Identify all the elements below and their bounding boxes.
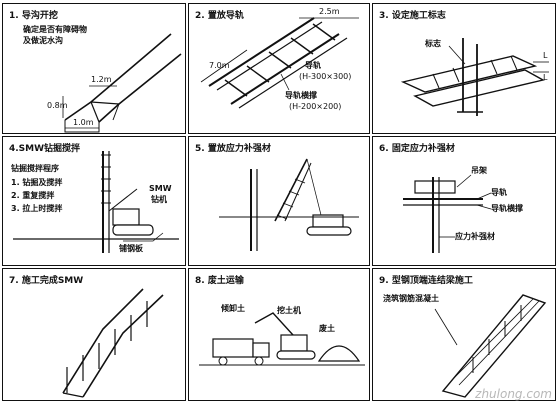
panel-6-reinforcement-label: 应力补强材 bbox=[455, 232, 495, 241]
panel-7-title: 7. 施工完成SMW bbox=[9, 276, 84, 286]
panel-8-title: 8. 废土运输 bbox=[195, 276, 244, 286]
panel-2-dim-width: 2.5m bbox=[319, 7, 340, 16]
panel-6-hanger-label: 吊架 bbox=[471, 166, 487, 175]
panel-3-title: 3. 设定施工标志 bbox=[379, 11, 446, 21]
panel-1-note-line1: 确定是否有障碍物 bbox=[23, 25, 87, 34]
panel-1-dim-width-top: 1.2m bbox=[91, 75, 112, 84]
panel-1-dim-depth: 0.8m bbox=[47, 101, 68, 110]
panel-4-procedure-heading: 钻掘搅拌程序 bbox=[11, 164, 59, 173]
smw-rig-drawing bbox=[13, 151, 179, 253]
panel-4-steel-plate-label: 铺钢板 bbox=[119, 244, 143, 253]
panel-7-smw-complete: 7. 施工完成SMW bbox=[2, 268, 186, 401]
guide-rail-drawing bbox=[200, 17, 359, 109]
panel-1-dim-width-bottom: 1.0m bbox=[73, 118, 94, 127]
panel-4-step-2: 2. 重复搅拌 bbox=[11, 191, 55, 200]
panel-8-dump-label: 倾卸土 bbox=[221, 304, 245, 313]
capping-beam-drawing bbox=[434, 294, 547, 398]
panel-3-set-markers: 3. 设定施工标志 标志 L L bbox=[372, 3, 556, 134]
panel-2-place-guide-rails: 2. 置放导轨 2.5m 7.0m 导轨 (H-300×300) 导轨横撑 (H… bbox=[188, 3, 370, 134]
panel-1-note-line2: 及做泥水沟 bbox=[23, 36, 63, 45]
transport-drawing bbox=[199, 312, 365, 366]
panel-3-dim-l1: L bbox=[543, 51, 548, 60]
panel-4-title: 4.SMW钻掘搅拌 bbox=[9, 144, 81, 154]
panel-9-capping-beam: 9. 型钢顶端连结梁施工 浇筑钢筋混凝土 bbox=[372, 268, 556, 401]
panel-4-rig-label: 钻机 bbox=[151, 195, 167, 204]
panel-4-smw-label: SMW bbox=[149, 184, 172, 193]
panel-1-title: 1. 导沟开挖 bbox=[9, 11, 58, 21]
watermark: zhulong.com bbox=[475, 387, 552, 401]
panel-5-title: 5. 置放应力补强材 bbox=[195, 144, 271, 154]
panel-5-place-reinforcement: 5. 置放应力补强材 bbox=[188, 136, 370, 266]
panel-9-title: 9. 型钢顶端连结梁施工 bbox=[379, 276, 473, 286]
panel-4-step-1: 1. 钻掘及搅拌 bbox=[11, 178, 63, 187]
panel-2-rail-label: 导轨 bbox=[305, 61, 321, 70]
smw-wall-drawing bbox=[62, 288, 164, 398]
panel-6-title: 6. 固定应力补强材 bbox=[379, 144, 455, 154]
panel-2-title: 2. 置放导轨 bbox=[195, 11, 244, 21]
panel-6-fix-reinforcement: 6. 固定应力补强材 吊架 导轨 导轨横撑 应力补强材 bbox=[372, 136, 556, 266]
panel-8-spoil-transport: 8. 废土运输 倾卸土 挖土机 废土 bbox=[188, 268, 370, 401]
panel-3-marker-label: 标志 bbox=[425, 39, 441, 48]
panel-3-dim-l2: L bbox=[543, 73, 548, 82]
panel-2-brace-spec: (H-200×200) bbox=[289, 102, 342, 111]
panel-6-rail-label: 导轨 bbox=[491, 188, 507, 197]
panel-1-trench-excavation: 1. 导沟开挖 确定是否有障碍物 及做泥水沟 1.2m 0.8m 1.0m bbox=[2, 3, 186, 134]
panel-2-brace-label: 导轨横撑 bbox=[285, 91, 317, 100]
panel-4-smw-drilling: 4.SMW钻掘搅拌 钻掘搅拌程序 1. 钻掘及搅拌 2. 重复搅拌 3. 拉上时… bbox=[2, 136, 186, 266]
panel-8-spoil-label: 废土 bbox=[319, 324, 335, 333]
panel-8-excavator-label: 挖土机 bbox=[277, 306, 301, 315]
panel-2-dim-length: 7.0m bbox=[209, 61, 230, 70]
panel-9-concrete-label: 浇筑钢筋混凝土 bbox=[383, 294, 439, 303]
trench-drawing bbox=[62, 33, 182, 133]
crane-drawing bbox=[219, 158, 359, 251]
panel-6-brace-label: 导轨横撑 bbox=[491, 204, 523, 213]
panel-4-step-3: 3. 拉上时搅拌 bbox=[11, 204, 63, 213]
fixing-drawing bbox=[403, 174, 492, 253]
marker-drawing bbox=[400, 38, 549, 116]
panel-2-rail-spec: (H-300×300) bbox=[299, 72, 352, 81]
